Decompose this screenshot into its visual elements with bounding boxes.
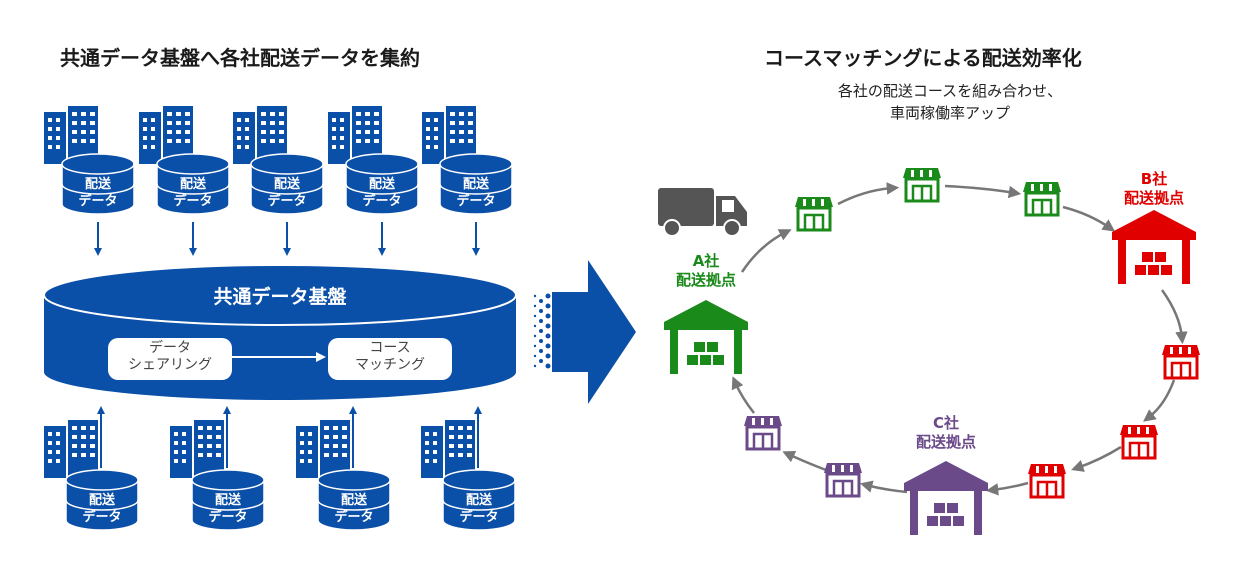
store-icon-b2 xyxy=(1118,423,1160,460)
store-icon-c2 xyxy=(742,414,784,451)
store-icon-c1 xyxy=(822,461,864,498)
data-sharing-step: データシェアリング xyxy=(108,338,232,380)
warehouse-icon-b xyxy=(1112,210,1196,284)
course-matching-step: コースマッチング xyxy=(328,338,452,380)
store-icon-a1 xyxy=(793,195,835,232)
store-icon-b1 xyxy=(1160,343,1202,380)
route-arrows xyxy=(731,182,1188,496)
hub-label-b: B社配送拠点 xyxy=(1123,170,1184,207)
hub-label-c: C社配送拠点 xyxy=(915,414,976,451)
store-icon-a3 xyxy=(1021,180,1063,217)
right-subtitle: 各社の配送コースを組み合わせ、車両稼働率アップ xyxy=(837,82,1063,122)
warehouse-icon-c xyxy=(904,461,988,535)
upload-arrows-up xyxy=(97,406,482,468)
db-label: 配送データ xyxy=(362,177,402,209)
right-title: コースマッチングによる配送効率化 xyxy=(764,46,1082,70)
db-label: 配送データ xyxy=(82,493,122,525)
upload-arrows-down xyxy=(94,222,480,256)
db-label: 配送データ xyxy=(267,177,307,209)
db-label: 配送データ xyxy=(173,177,213,209)
db-label: 配送データ xyxy=(459,493,499,525)
db-label: 配送データ xyxy=(334,493,374,525)
truck-icon xyxy=(658,188,747,237)
db-label: 配送データ xyxy=(78,177,118,209)
db-label: 配送データ xyxy=(456,177,496,209)
left-title: 共通データ基盤へ各社配送データを集約 xyxy=(60,46,420,70)
store-icon-b3 xyxy=(1026,462,1068,499)
warehouse-icon-a xyxy=(664,300,748,374)
db-label: 配送データ xyxy=(208,493,248,525)
hub-label-a: A社配送拠点 xyxy=(675,252,736,289)
store-icon-a2 xyxy=(901,166,943,203)
big-transition-arrow xyxy=(533,260,636,404)
platform-title: 共通データ基盤 xyxy=(213,286,347,308)
